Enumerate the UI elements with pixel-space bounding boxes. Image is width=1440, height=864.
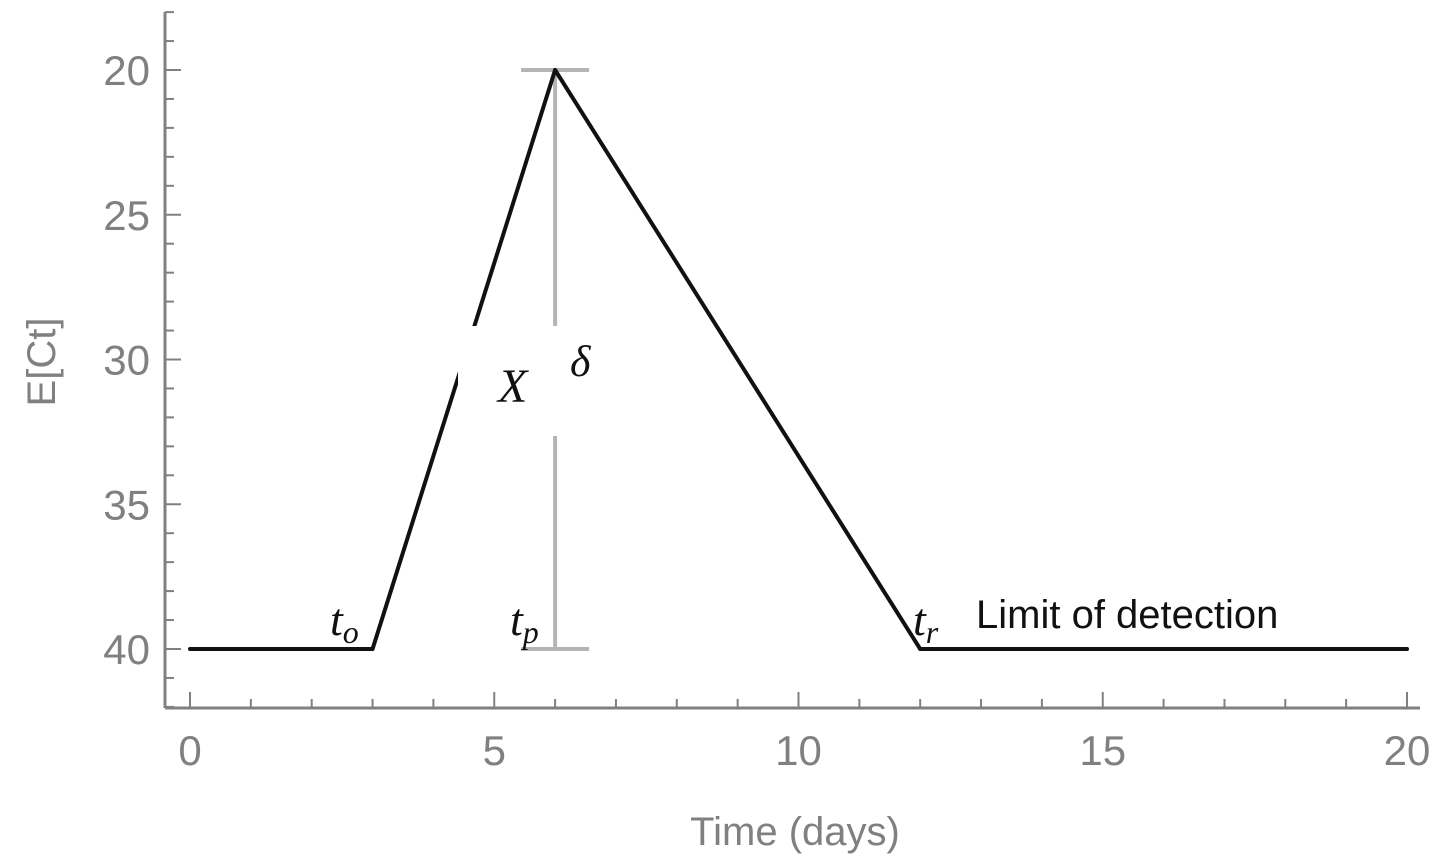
y-tick-label: 30 [103, 337, 150, 384]
x-tick-label: 10 [775, 727, 822, 774]
slope-label: X [496, 360, 529, 413]
time-marker-r: tr [913, 594, 939, 650]
x-tick-label: 5 [483, 727, 506, 774]
time-marker-subscript: r [926, 614, 939, 650]
limit-of-detection-label: Limit of detection [976, 593, 1278, 637]
y-tick-label: 35 [103, 481, 150, 528]
annotations: X δ Limit of detection to tp tr [330, 326, 1278, 650]
time-marker-p: tp [510, 594, 539, 650]
x-axis-title: Time (days) [690, 810, 900, 854]
time-marker-o: to [330, 594, 359, 650]
x-tick-label: 0 [178, 727, 201, 774]
plot-marks [188, 68, 1409, 651]
time-marker-subscript: o [343, 614, 359, 650]
time-marker-subscript: p [521, 614, 539, 650]
axes: 0 5 10 15 20 20 25 30 35 40 [103, 11, 1431, 774]
delta-label: δ [570, 337, 592, 386]
series-line-segment [553, 68, 923, 651]
y-axis-title: E[Ct] [20, 318, 64, 407]
x-tick-label: 15 [1079, 727, 1126, 774]
x-tick-label: 20 [1384, 727, 1431, 774]
slope-label-background [458, 326, 558, 436]
y-tick-label: 40 [103, 626, 150, 673]
y-tick-label: 25 [103, 192, 150, 239]
y-tick-label: 20 [103, 47, 150, 94]
